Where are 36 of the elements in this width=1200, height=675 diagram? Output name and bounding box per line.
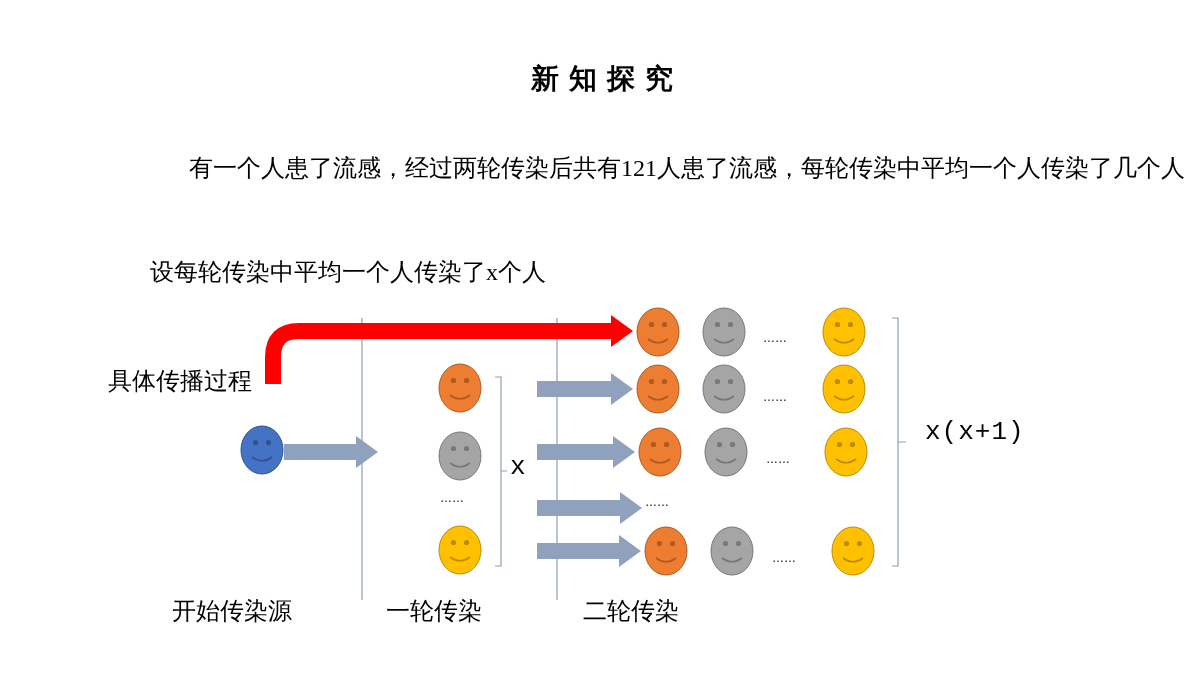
- smiley-face: [636, 364, 680, 414]
- block-arrow: [537, 492, 642, 524]
- smiley-face: [702, 364, 746, 414]
- column-label: 二轮传染: [583, 597, 679, 626]
- ellipsis: ……: [772, 551, 796, 566]
- smiley-face: [822, 307, 866, 357]
- ellipsis: ……: [440, 491, 464, 506]
- ellipsis: ……: [766, 452, 790, 467]
- block-arrow: [537, 436, 635, 468]
- smiley-face: [831, 526, 875, 576]
- smiley-face: [636, 307, 680, 357]
- smiley-face: [438, 431, 482, 481]
- smiley-face: [240, 425, 284, 475]
- formula-label: x(x+1): [925, 417, 1025, 449]
- block-arrow: [537, 535, 641, 567]
- smiley-face: [822, 364, 866, 414]
- problem-text: 有一个人患了流感，经过两轮传染后共有121人患了流感，每轮传染中平均一个人传染了几个人: [189, 154, 1185, 183]
- smiley-face: [704, 427, 748, 477]
- smiley-face: [824, 427, 868, 477]
- variable-label: x: [510, 452, 526, 484]
- ellipsis: ……: [763, 390, 787, 405]
- smiley-face: [702, 307, 746, 357]
- smiley-face: [438, 363, 482, 413]
- title: 新知探究: [531, 62, 683, 96]
- column-label: 开始传染源: [172, 597, 292, 626]
- smiley-face: [644, 526, 688, 576]
- process-label: 具体传播过程: [108, 367, 273, 396]
- smiley-face: [638, 427, 682, 477]
- assumption-text: 设每轮传染中平均一个人传染了x个人: [150, 258, 546, 287]
- column-label: 一轮传染: [386, 597, 482, 626]
- block-arrow: [537, 373, 633, 405]
- ellipsis: ……: [763, 331, 787, 346]
- smiley-face: [710, 526, 754, 576]
- block-arrow: [284, 436, 378, 468]
- smiley-face: [438, 525, 482, 575]
- ellipsis: ……: [645, 495, 669, 510]
